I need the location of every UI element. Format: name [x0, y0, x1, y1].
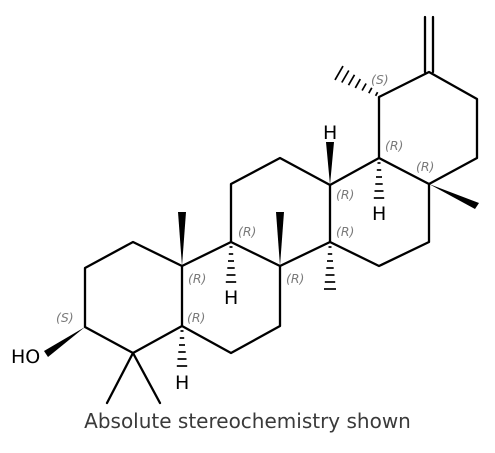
c13-hydrogen-label: H — [323, 122, 337, 144]
c8-methyl-wedge — [276, 212, 284, 266]
stereo-label-c14: (R) — [336, 224, 354, 239]
c18-h-hash — [373, 162, 385, 199]
stereo-label-c8: (R) — [286, 271, 304, 286]
c17-methyl-wedge — [429, 184, 479, 209]
ring-a-bonds — [83, 240, 184, 355]
c19-methyl-hash — [334, 65, 379, 97]
stereo-label-c19: (S) — [371, 72, 389, 87]
stereo-label-c3: (S) — [56, 310, 74, 325]
stereo-label-c17: (R) — [416, 159, 434, 174]
caption: Absolute stereochemistry shown — [84, 409, 411, 433]
c13-h-wedge — [326, 142, 334, 185]
stereo-label-c13: (R) — [336, 187, 354, 202]
stereo-label-c10: (R) — [188, 271, 206, 286]
c10-methyl-wedge — [178, 212, 186, 266]
ring-b-bonds — [180, 240, 282, 355]
c14-methyl-hash — [324, 246, 336, 290]
hydroxyl-label: HO — [11, 346, 40, 368]
ring-c-bonds — [229, 156, 332, 268]
ring-d-bonds — [328, 156, 431, 268]
c9-hydrogen-label: H — [224, 287, 238, 309]
stereo-label-c9: (R) — [238, 224, 256, 239]
stereo-label-c5: (R) — [187, 310, 205, 325]
c18-hydrogen-label: H — [372, 203, 386, 225]
c4-methyl-bond-2 — [131, 351, 162, 405]
ho-wedge — [44, 327, 85, 357]
c9-h-hash — [225, 246, 237, 283]
c5-hydrogen-label: H — [175, 372, 189, 394]
stereo-label-c18: (R) — [385, 138, 403, 153]
c4-methyl-bond-1 — [105, 351, 135, 405]
c5-h-hash — [176, 330, 188, 367]
ring-e-bonds — [377, 70, 479, 186]
